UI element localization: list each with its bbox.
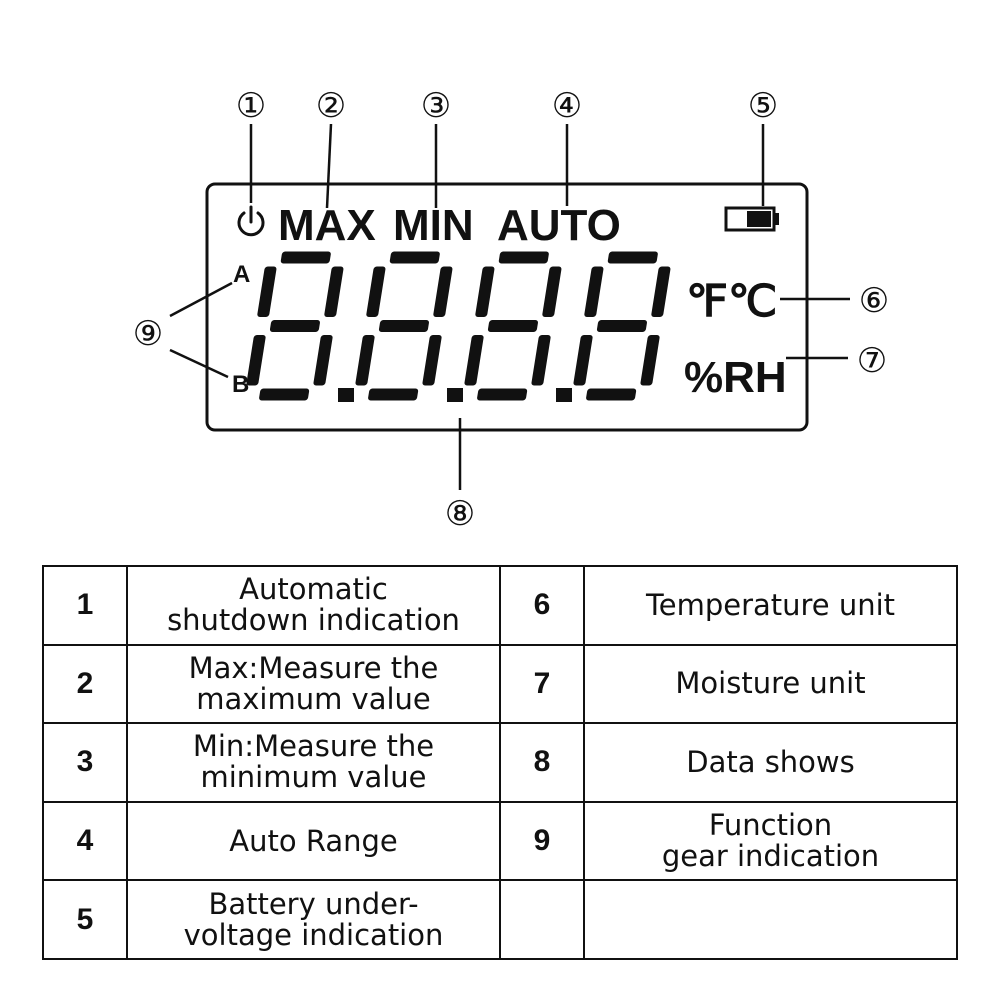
legend-number: 5 — [42, 879, 128, 960]
lcd-segment-b — [324, 266, 344, 317]
lcd-decimal-point — [338, 388, 354, 402]
lcd-segment-c — [531, 335, 551, 386]
lcd-decimal-point — [447, 388, 463, 402]
callout-2: ② — [316, 87, 346, 125]
lcd-segment-f — [366, 266, 386, 317]
lcd-segment-a — [607, 251, 658, 264]
max-indicator: MAX — [278, 201, 376, 250]
lcd-segment-f — [584, 266, 604, 317]
lcd-segment-e — [246, 335, 266, 386]
lcd-segment-e — [355, 335, 375, 386]
lcd-segment-c — [313, 335, 333, 386]
lcd-segment-g — [269, 320, 320, 332]
legend-number: 8 — [499, 722, 585, 803]
legend-description: Auto Range — [126, 800, 501, 882]
legend-description: Moisture unit — [583, 643, 958, 725]
legend-number: 6 — [499, 565, 585, 646]
lcd-digit — [246, 251, 344, 401]
lcd-segment-d — [368, 388, 419, 401]
lcd-diagram: MAX MIN AUTO A B ℉℃ %RH ① ② ③ ④ ⑤ ⑥ ⑦ ⑧ … — [133, 87, 889, 533]
lcd-segment-a — [389, 251, 440, 264]
lcd-segment-g — [378, 320, 429, 332]
lcd-segment-f — [257, 266, 277, 317]
lcd-segment-c — [422, 335, 442, 386]
legend-number: 9 — [499, 800, 585, 882]
lcd-segment-g — [487, 320, 538, 332]
legend-number: 3 — [42, 722, 128, 803]
humidity-unit-label: %RH — [684, 353, 787, 402]
lcd-frame — [205, 182, 809, 432]
lcd-segment-a — [498, 251, 549, 264]
callout-7: ⑦ — [857, 342, 887, 380]
callout-1: ① — [236, 87, 266, 125]
legend-description — [583, 879, 958, 960]
legend-number: 1 — [42, 565, 128, 646]
lcd-segment-e — [464, 335, 484, 386]
callout-9: ⑨ — [133, 315, 163, 353]
temperature-unit-label: ℉℃ — [686, 277, 777, 326]
gear-label-b: B — [232, 371, 249, 398]
seven-segment-digits — [246, 251, 671, 402]
legend-number: 2 — [42, 643, 128, 725]
legend-row: 5 Battery under-voltage indication — [42, 879, 958, 960]
legend-description: Battery under-voltage indication — [126, 879, 501, 960]
legend-description: Temperature unit — [583, 565, 958, 646]
lcd-segment-c — [640, 335, 660, 386]
lcd-decimal-point — [556, 388, 572, 402]
legend-number — [499, 879, 585, 960]
lcd-segment-d — [477, 388, 528, 401]
battery-icon — [724, 206, 779, 232]
leader-line-2 — [325, 123, 333, 209]
power-icon — [237, 205, 265, 237]
lcd-digit — [573, 251, 671, 401]
callout-8: ⑧ — [445, 495, 475, 533]
lcd-digit — [355, 251, 453, 401]
callout-3: ③ — [421, 87, 451, 125]
lcd-segment-e — [573, 335, 593, 386]
lcd-segment-g — [596, 320, 647, 332]
leader-line-9b — [169, 348, 229, 379]
lcd-digit — [464, 251, 562, 401]
callout-5: ⑤ — [748, 87, 778, 125]
lcd-segment-b — [542, 266, 562, 317]
auto-indicator: AUTO — [497, 201, 621, 250]
min-indicator: MIN — [393, 201, 474, 250]
lcd-segment-f — [475, 266, 495, 317]
legend-description: Data shows — [583, 722, 958, 803]
legend-number: 7 — [499, 643, 585, 725]
leader-line-9a — [169, 281, 233, 318]
gear-label-a: A — [233, 261, 250, 288]
lcd-segment-a — [280, 251, 331, 264]
lcd-segment-d — [259, 388, 310, 401]
callout-6: ⑥ — [859, 282, 889, 320]
leader-lines — [169, 123, 850, 490]
lcd-segment-b — [433, 266, 453, 317]
legend-number: 4 — [42, 800, 128, 882]
lcd-segment-b — [651, 266, 671, 317]
callout-4: ④ — [552, 87, 582, 125]
lcd-segment-d — [586, 388, 637, 401]
